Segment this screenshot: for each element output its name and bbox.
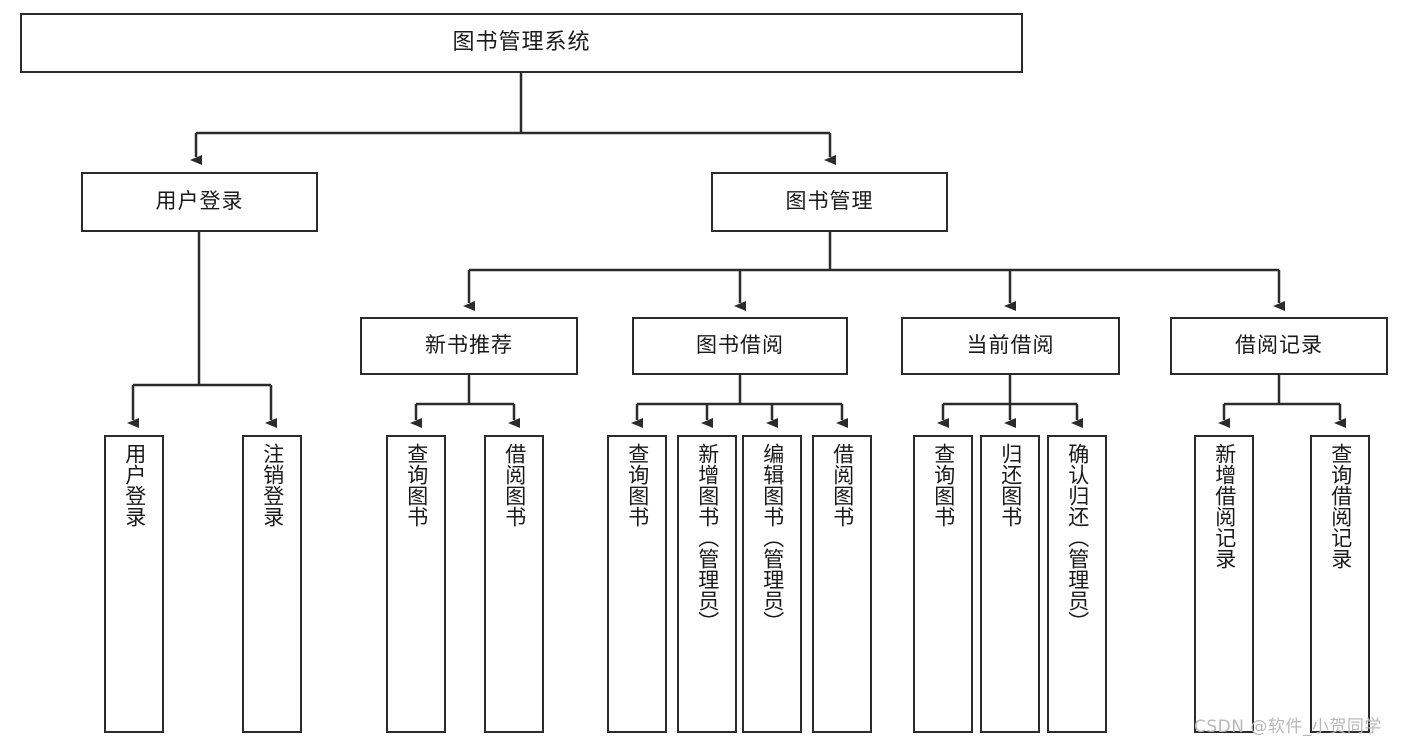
node-new-book-recommend[interactable]: 新书推荐 <box>360 317 578 375</box>
leaf-borrow-record-query-record[interactable]: 查询借阅记录 <box>1310 435 1370 733</box>
leaf-current-borrow-query-book[interactable]: 查询图书 <box>913 435 973 733</box>
leaf-book-borrow-edit-book-admin[interactable]: 编辑图书（管理员） <box>742 435 802 733</box>
node-label: 新增借阅记录 <box>1212 443 1237 569</box>
node-label: 图书管理 <box>785 189 874 214</box>
leaf-new-book-query-book[interactable]: 查询图书 <box>386 435 446 733</box>
node-label: 新增图书（管理员） <box>695 443 720 632</box>
leaf-book-borrow-borrow-book[interactable]: 借阅图书 <box>812 435 872 733</box>
node-label: 借阅图书 <box>830 443 855 527</box>
leaf-user-login-logout[interactable]: 注销登录 <box>242 435 302 733</box>
node-label: 确认归还（管理员） <box>1065 443 1090 632</box>
node-label: 查询图书 <box>931 443 956 527</box>
node-label: 注销登录 <box>260 443 285 527</box>
node-borrow-record[interactable]: 借阅记录 <box>1170 317 1388 375</box>
node-label: 用户登录 <box>122 443 147 527</box>
node-label: 编辑图书（管理员） <box>760 443 785 632</box>
node-label: 当前借阅 <box>966 333 1055 358</box>
node-label: 查询借阅记录 <box>1328 443 1353 569</box>
node-user-login[interactable]: 用户登录 <box>81 172 318 232</box>
node-label: 查询图书 <box>625 443 650 527</box>
node-label: 查询图书 <box>404 443 429 527</box>
node-label: 用户登录 <box>155 189 244 214</box>
leaf-new-book-borrow-book[interactable]: 借阅图书 <box>484 435 544 733</box>
node-label: 归还图书 <box>998 443 1023 527</box>
node-book-borrow[interactable]: 图书借阅 <box>632 317 848 375</box>
node-label: 借阅记录 <box>1235 333 1323 358</box>
node-current-borrow[interactable]: 当前借阅 <box>901 317 1120 375</box>
node-book-management[interactable]: 图书管理 <box>711 172 948 232</box>
node-label: 借阅图书 <box>502 443 527 527</box>
node-label: 图书管理系统 <box>452 29 591 55</box>
leaf-borrow-record-add-record[interactable]: 新增借阅记录 <box>1194 435 1254 733</box>
csdn-watermark: CSDN @软件_小贺同学 <box>1194 717 1382 737</box>
leaf-user-login-login[interactable]: 用户登录 <box>104 435 164 733</box>
leaf-book-borrow-add-book-admin[interactable]: 新增图书（管理员） <box>677 435 737 733</box>
leaf-book-borrow-query-book[interactable]: 查询图书 <box>607 435 667 733</box>
leaf-current-borrow-confirm-return-admin[interactable]: 确认归还（管理员） <box>1047 435 1107 733</box>
node-root-book-management-system[interactable]: 图书管理系统 <box>20 13 1023 73</box>
node-label: 新书推荐 <box>425 333 513 358</box>
node-label: 图书借阅 <box>696 333 784 358</box>
leaf-current-borrow-return-book[interactable]: 归还图书 <box>980 435 1040 733</box>
